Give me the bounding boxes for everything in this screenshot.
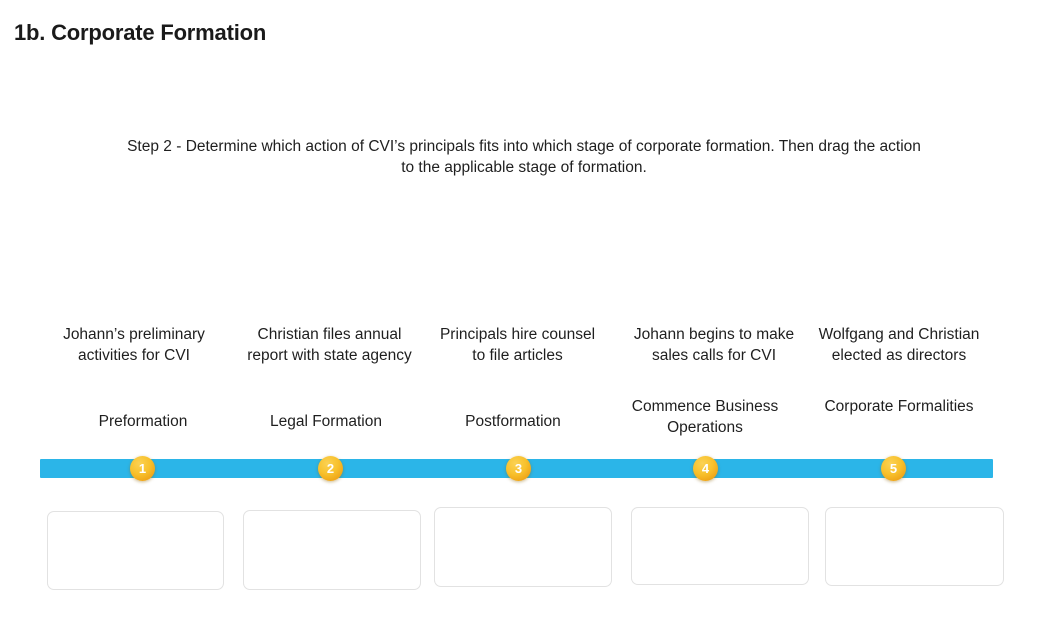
timeline-node-5-number: 5 <box>889 461 898 476</box>
stage-label-3: Postformation <box>423 411 603 432</box>
dropzone-4[interactable] <box>631 507 809 585</box>
stage-label-5: Corporate Formalities <box>809 396 989 417</box>
action-item-4-label: Johann begins to make sales calls for CV… <box>633 326 795 364</box>
stage-label-4: Commence Business Operations <box>615 396 795 438</box>
action-item-3[interactable]: Principals hire counsel to file articles <box>435 302 600 366</box>
page-title: 1b. Corporate Formation <box>14 20 267 45</box>
timeline-node-1[interactable]: 1 <box>130 456 155 481</box>
dropzone-3[interactable] <box>434 507 612 587</box>
timeline-node-3[interactable]: 3 <box>506 456 531 481</box>
instruction-body: Determine which action of CVI’s principa… <box>185 138 921 176</box>
action-item-3-label: Principals hire counsel to file articles <box>439 326 596 364</box>
dropzone-5[interactable] <box>825 507 1004 586</box>
action-item-1[interactable]: Johann’s preliminary activities for CVI <box>49 302 219 366</box>
stage-label-1-text: Preformation <box>98 413 188 430</box>
timeline-node-2[interactable]: 2 <box>318 456 343 481</box>
stage-label-1: Preformation <box>53 411 233 432</box>
instruction-step-label: Step 2 <box>127 138 172 155</box>
instruction-text: Step 2 - Determine which action of CVI’s… <box>124 136 924 178</box>
timeline-node-3-number: 3 <box>514 461 523 476</box>
stage-label-3-text: Postformation <box>465 413 561 430</box>
stage-label-4-text: Commence Business Operations <box>631 398 779 436</box>
stage-label-2-text: Legal Formation <box>269 413 382 430</box>
stage-label-5-text: Corporate Formalities <box>824 398 974 415</box>
action-item-1-label: Johann’s preliminary activities for CVI <box>63 326 205 364</box>
timeline-node-5[interactable]: 5 <box>881 456 906 481</box>
timeline-node-1-number: 1 <box>138 461 147 476</box>
action-item-5-label: Wolfgang and Christian elected as direct… <box>818 326 980 364</box>
action-item-5[interactable]: Wolfgang and Christian elected as direct… <box>810 302 988 366</box>
action-item-2[interactable]: Christian files annual report with state… <box>242 302 417 366</box>
dropzone-2[interactable] <box>243 510 421 590</box>
dropzone-1[interactable] <box>47 511 224 590</box>
timeline-node-2-number: 2 <box>326 461 335 476</box>
timeline-node-4-number: 4 <box>701 461 710 476</box>
action-item-4[interactable]: Johann begins to make sales calls for CV… <box>625 302 803 366</box>
instruction-separator: - <box>171 138 186 155</box>
action-item-2-label: Christian files annual report with state… <box>247 326 412 364</box>
stage-label-2: Legal Formation <box>236 411 416 432</box>
timeline-node-4[interactable]: 4 <box>693 456 718 481</box>
